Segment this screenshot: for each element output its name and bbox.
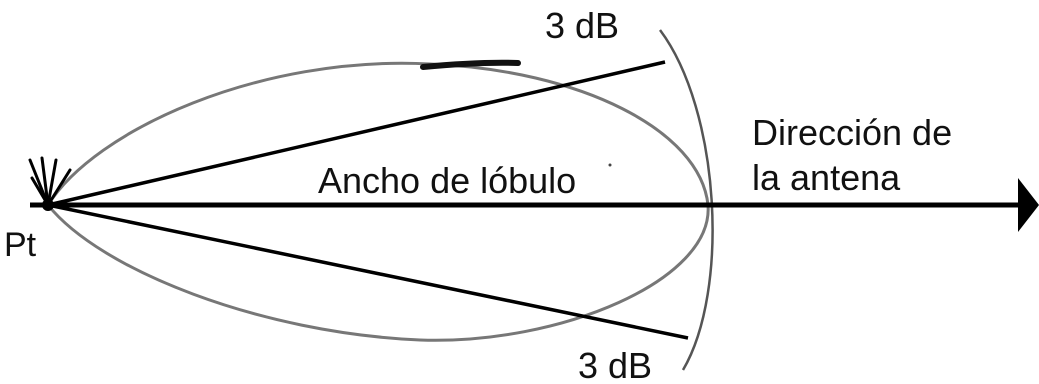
stray-dot [608, 163, 612, 167]
source-label: Pt [4, 226, 37, 264]
top-3db-label: 3 dB [545, 5, 619, 46]
radiation-lobe-curve [46, 61, 710, 342]
arrow-head-icon [1018, 178, 1039, 232]
direction-label-line2: la antena [752, 157, 901, 198]
direction-label-line1: Dirección de [752, 112, 952, 153]
source-origin-icon [28, 156, 72, 207]
3db-arc [658, 29, 714, 371]
source-point [42, 199, 54, 211]
bottom-3db-label: 3 dB [578, 345, 652, 384]
lobe-peak-highlight [420, 59, 521, 70]
upper-beam-edge-line [47, 60, 666, 207]
lower-beam-edge-line [47, 203, 689, 340]
beamwidth-label: Ancho de lóbulo [318, 160, 576, 201]
